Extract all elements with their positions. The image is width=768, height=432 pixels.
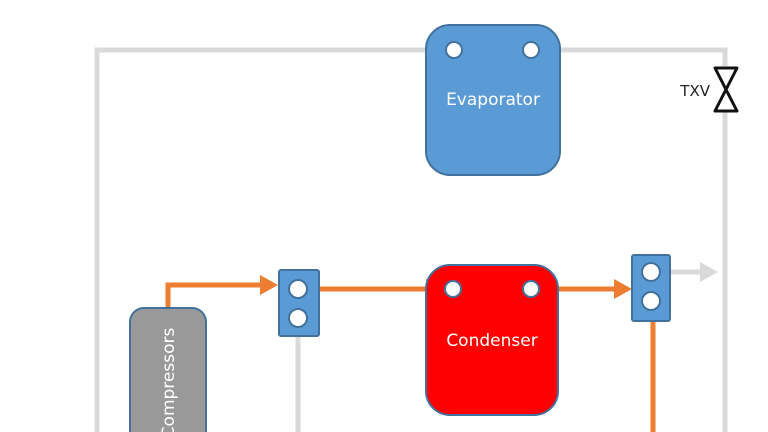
suction-line bbox=[94, 47, 442, 432]
compressors-box bbox=[129, 307, 207, 432]
evaporator-label: Evaporator bbox=[446, 90, 540, 110]
condenser-port-right bbox=[522, 280, 540, 298]
liquid-line-to-txv bbox=[546, 47, 728, 432]
evaporator-port-right bbox=[522, 41, 540, 59]
evaporator: Evaporator bbox=[425, 24, 561, 176]
valve-block-right-port-top bbox=[641, 262, 661, 282]
valve-block-left bbox=[278, 269, 320, 337]
outlet-arrow-head bbox=[700, 262, 718, 282]
compressors-label: Compressors bbox=[159, 328, 179, 432]
condenser-label: Condenser bbox=[446, 331, 537, 351]
compressors: Compressors bbox=[129, 307, 207, 432]
condenser: Condenser bbox=[425, 264, 559, 416]
condenser-box bbox=[425, 264, 559, 416]
condenser-port-left bbox=[444, 280, 462, 298]
evaporator-port-left bbox=[445, 41, 463, 59]
compressor-discharge-line bbox=[165, 282, 262, 308]
valve-block-left-port-bottom bbox=[288, 308, 308, 328]
discharge-piping bbox=[165, 282, 656, 432]
return-piping bbox=[94, 47, 728, 432]
valve-block-right-port-bottom bbox=[641, 291, 661, 311]
expansion-valve: TXV bbox=[679, 66, 739, 113]
valve-block-left-port-top bbox=[288, 279, 308, 299]
valve-block-right bbox=[631, 254, 671, 322]
evaporator-box bbox=[425, 24, 561, 176]
txv-label: TXV bbox=[679, 82, 710, 100]
valve-inlet-arrow-head bbox=[614, 279, 632, 299]
txv-valve-icon bbox=[713, 66, 739, 113]
discharge-arrow-head bbox=[260, 275, 278, 295]
